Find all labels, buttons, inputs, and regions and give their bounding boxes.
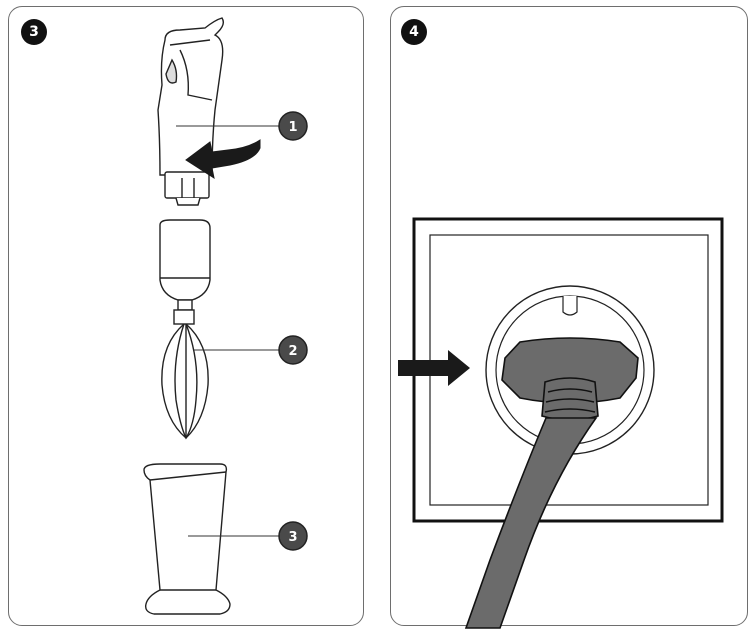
callout-badge-2: 2 <box>278 335 308 365</box>
beaker-drawing <box>143 463 231 615</box>
svg-text:3: 3 <box>288 530 297 545</box>
power-plug-drawing <box>464 337 639 629</box>
step-4-badge: 4 <box>401 19 427 45</box>
svg-text:2: 2 <box>288 344 297 359</box>
step-3-badge: 3 <box>21 19 47 45</box>
rotate-arrow-icon <box>185 139 261 180</box>
callout-badge-3: 3 <box>278 521 308 551</box>
callout-badge-1: 1 <box>278 111 308 141</box>
whisk-drawing <box>159 219 211 440</box>
motor-unit-drawing <box>157 17 225 206</box>
insert-arrow-icon <box>398 350 470 386</box>
svg-text:1: 1 <box>288 120 297 135</box>
